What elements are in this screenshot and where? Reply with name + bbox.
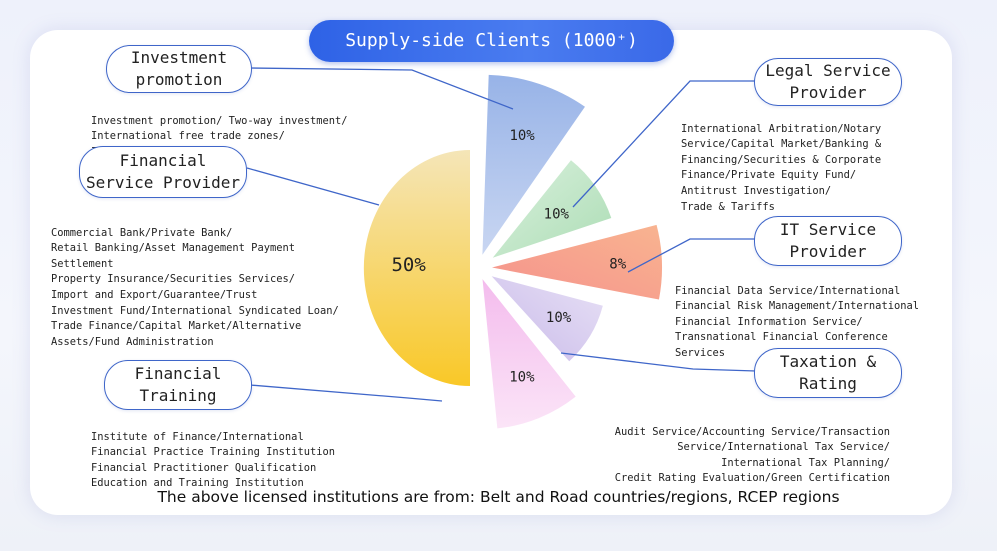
footnote: The above licensed institutions are from…	[157, 488, 840, 506]
connector-line	[572, 80, 756, 208]
slice-value-label: 10%	[546, 310, 572, 326]
pie-slice-financial-service-provider	[363, 150, 470, 386]
pie-slice-it-service-provider	[491, 224, 662, 300]
slice-value-label: 8%	[609, 257, 626, 273]
slice-value-label: 10%	[509, 128, 535, 144]
connector-line	[248, 67, 514, 110]
pie-slice-financial-training	[482, 279, 576, 429]
pie-slice-investment-promotion	[482, 74, 585, 255]
pie-slice-taxation-rating	[491, 276, 603, 362]
slice-value-label: 10%	[509, 369, 535, 385]
pie-slice-legal-service-provider	[492, 160, 612, 258]
slice-value-label: 10%	[544, 206, 570, 222]
connector-line	[246, 167, 380, 206]
connector-line	[560, 352, 757, 372]
chart-title: Supply-side Clients (1000⁺)	[309, 20, 674, 62]
slice-value-label: 50%	[391, 254, 426, 276]
financial-service-provider-description: Commercial Bank/Private Bank/Retail Bank…	[51, 226, 339, 348]
connector-line	[249, 384, 443, 402]
connector-line	[627, 238, 756, 273]
taxation-rating-description: Audit Service/Accounting Service/Transac…	[614, 425, 890, 485]
category-taxation-rating: Taxation &Rating	[754, 348, 902, 398]
